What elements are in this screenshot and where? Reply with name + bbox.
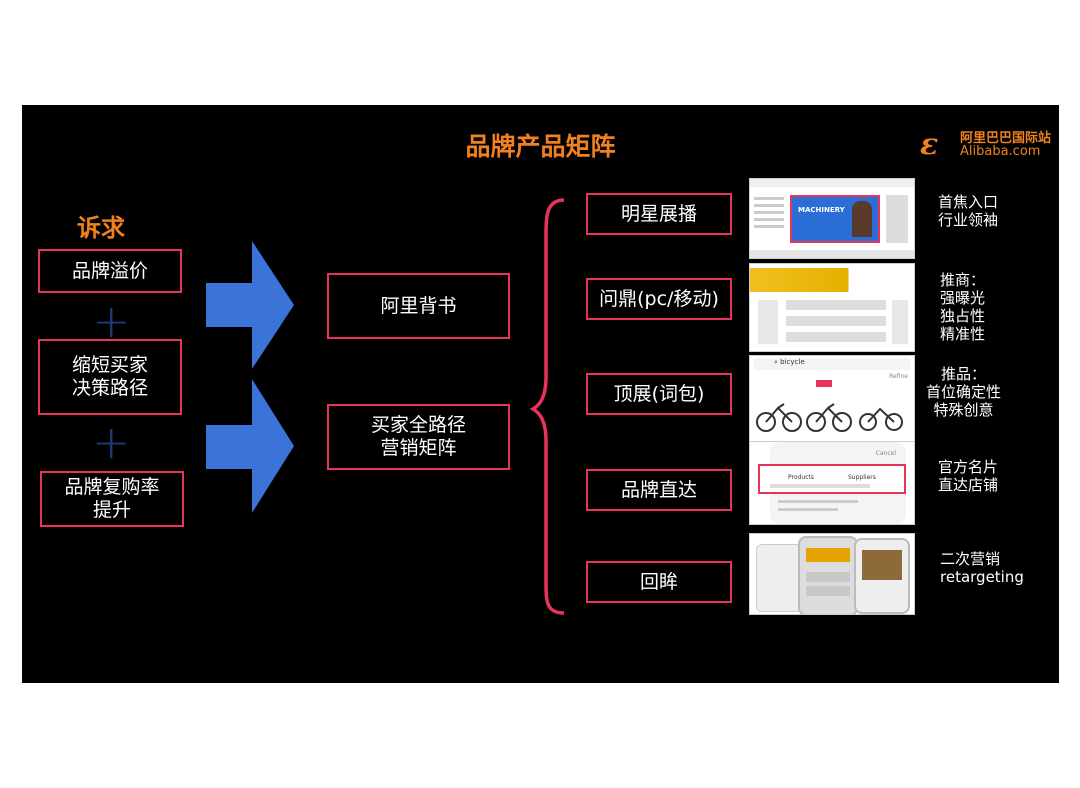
search-icon: ⌕	[774, 358, 778, 366]
alibaba-mark-icon: ε	[920, 127, 939, 162]
slide-title: 品牌产品矩阵	[465, 132, 616, 161]
product-star-showcase: 明星展播	[586, 193, 732, 235]
plus-icon: +	[92, 294, 131, 348]
product-brand-direct: 品牌直达	[586, 469, 732, 511]
alibaba-logo: ε 阿里巴巴国际站 Alibaba.com	[920, 125, 1052, 165]
middle-ali-endorsement: 阿里背书	[327, 273, 510, 339]
product-top-display: 顶展(词包)	[586, 373, 732, 415]
screenshot-wending	[749, 263, 915, 352]
desc-star-showcase: 首焦入口 行业领袖	[938, 193, 999, 229]
suqiu-item-repurchase: 品牌复购率 提升	[40, 471, 184, 527]
arrow-right-icon	[206, 379, 294, 513]
screenshot-brand-direct: Products Suppliers Cancel	[749, 441, 915, 525]
suqiu-item-shorten-path: 缩短买家 决策路径	[38, 339, 182, 415]
plus-icon: +	[92, 415, 131, 469]
suqiu-heading: 诉求	[77, 214, 125, 242]
brace-icon	[530, 198, 565, 615]
middle-full-path-matrix: 买家全路径 营销矩阵	[327, 404, 510, 470]
product-wending: 问鼎(pc/移动)	[586, 278, 732, 320]
slide: 品牌产品矩阵 ε 阿里巴巴国际站 Alibaba.com 诉求 品牌溢价 + 缩…	[22, 105, 1059, 683]
screenshot-star-showcase: MACHINERY	[749, 178, 915, 259]
logo-cn: 阿里巴巴国际站	[960, 131, 1052, 146]
refine-label: Refine	[889, 373, 908, 380]
arrows	[206, 241, 294, 513]
tab-products: Products	[788, 474, 814, 481]
screenshot-retargeting	[749, 533, 915, 615]
cancel-label: Cancel	[875, 450, 896, 457]
screenshot-top-display: ⌕ bicycle Refine	[749, 355, 915, 444]
tab-suppliers: Suppliers	[848, 474, 876, 481]
desc-brand-direct: 官方名片 直达店铺	[938, 458, 999, 494]
product-retargeting: 回眸	[586, 561, 732, 603]
arrow-right-icon	[206, 241, 294, 369]
desc-wending: 推商： 强曝光 独占性 精准性	[940, 271, 986, 343]
suqiu-item-brand-premium: 品牌溢价	[38, 249, 182, 293]
desc-retargeting: 二次营销 retargeting	[940, 550, 1024, 586]
logo-en: Alibaba.com	[960, 144, 1041, 159]
banner-text: MACHINERY	[798, 206, 845, 214]
bicycle-icon	[756, 403, 903, 432]
desc-top-display: 推品： 首位确定性 特殊创意	[926, 365, 1002, 419]
search-term: bicycle	[780, 358, 805, 366]
